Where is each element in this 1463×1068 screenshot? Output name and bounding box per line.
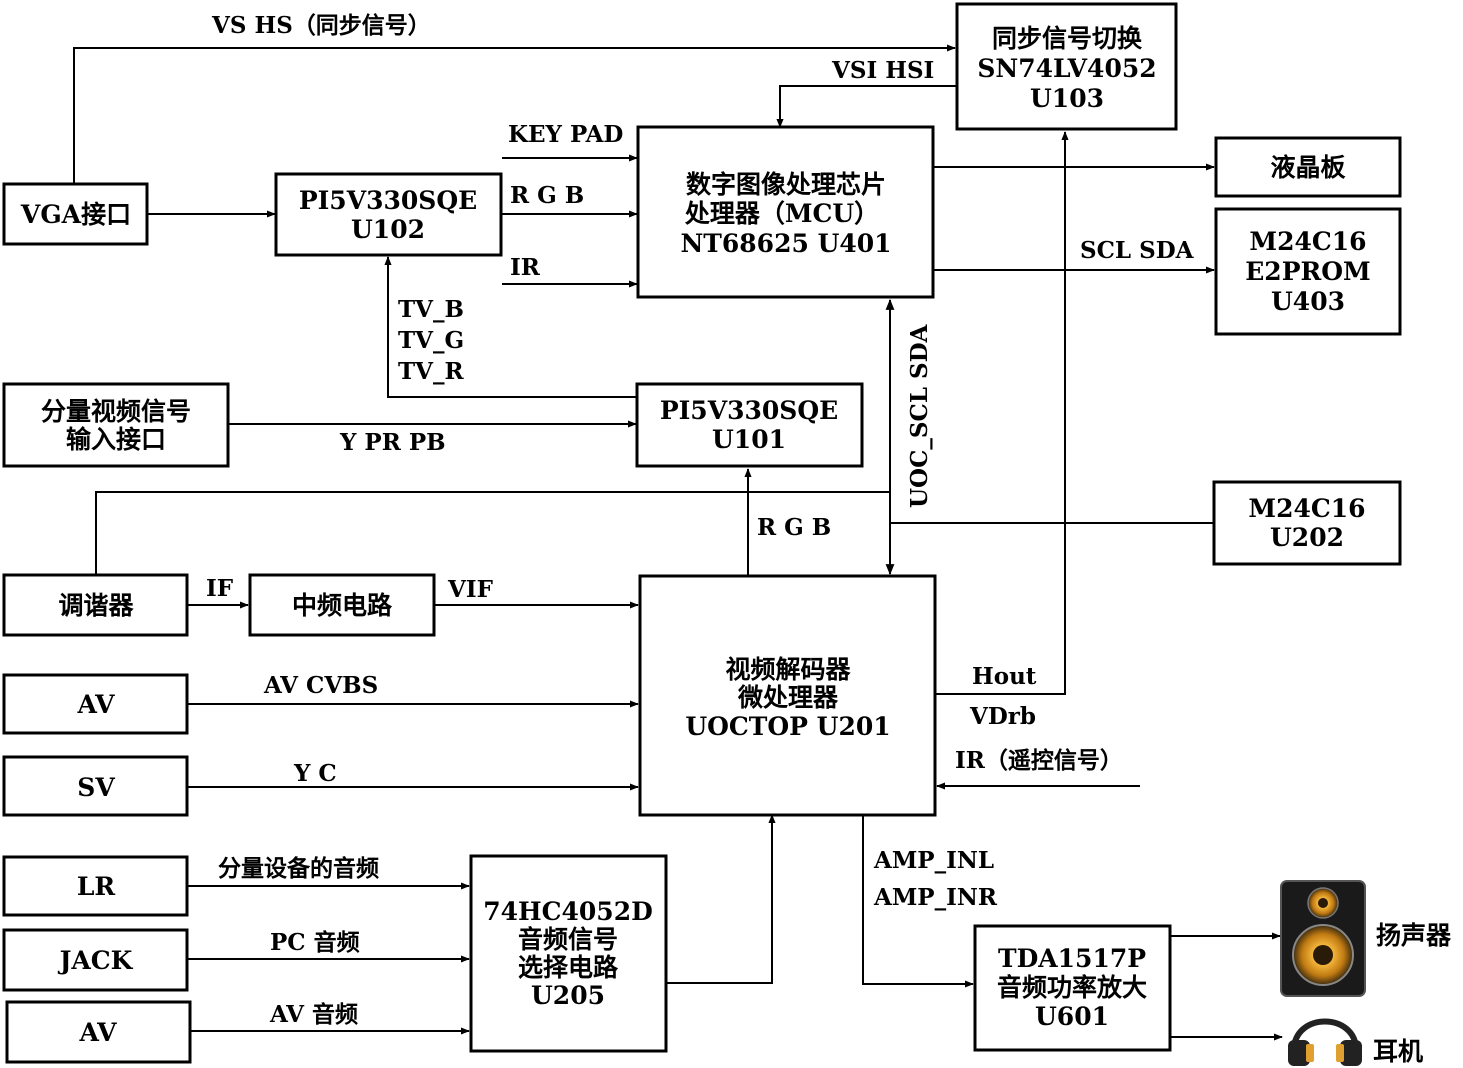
label-tv-r: TV_R: [398, 358, 464, 385]
u103-line-2: SN74LV4052: [977, 54, 1156, 83]
block-u103: 同步信号切换 SN74LV4052 U103: [955, 2, 1178, 131]
label-av-cvbs: AV CVBS: [263, 672, 378, 699]
u205-line-3: 选择电路: [518, 953, 619, 982]
label-if: IF: [206, 575, 234, 602]
block-u202: M24C16 U202: [1212, 480, 1402, 566]
tuner-label: 调谐器: [58, 591, 134, 620]
u401-line-1: 数字图像处理芯片: [686, 170, 886, 199]
u103-line-3: U103: [1030, 84, 1104, 113]
u601-line-2: 音频功率放大: [997, 973, 1147, 1002]
block-u601: TDA1517P 音频功率放大 U601: [973, 924, 1172, 1052]
block-sv: SV: [2, 755, 189, 817]
label-speaker: 扬声器: [1376, 921, 1452, 950]
u205-line-4: U205: [531, 981, 605, 1010]
label-tv-b: TV_B: [398, 296, 464, 323]
wire-amp: [862, 815, 974, 988]
av1-label: AV: [77, 690, 116, 719]
block-u201: 视频解码器 微处理器 UOCTOP U201: [638, 574, 937, 817]
u101-line-2: U101: [712, 425, 786, 454]
label-tv-g: TV_G: [398, 327, 464, 354]
block-u205: 74HC4052D 音频信号 选择电路 U205: [469, 854, 668, 1053]
jack-label: JACK: [58, 946, 134, 975]
block-if-circuit: 中频电路: [248, 573, 436, 637]
block-component-input: 分量视频信号 输入接口: [2, 382, 230, 468]
u401-line-3: NT68625 U401: [680, 229, 891, 258]
label-vif: VIF: [447, 576, 494, 603]
block-u101: PI5V330SQE U101: [635, 382, 864, 468]
block-u102: PI5V330SQE U102: [274, 172, 503, 257]
u205-line-2: 音频信号: [518, 925, 618, 954]
label-ir-remote: IR（遥控信号）: [955, 747, 1123, 774]
label-y-pr-pb: Y PR PB: [339, 429, 446, 456]
label-amp-inl: AMP_INL: [873, 847, 994, 874]
block-jack: JACK: [2, 928, 189, 992]
block-vga: VGA接口: [2, 182, 149, 246]
label-ir-top: IR: [510, 254, 541, 281]
label-uoc-scl-sda: UOC_SCL SDA: [906, 323, 933, 508]
block-av2: AV: [5, 1000, 192, 1064]
u403-line-2: E2PROM: [1245, 257, 1370, 286]
block-lr: LR: [2, 855, 189, 917]
u601-line-1: TDA1517P: [998, 944, 1146, 973]
component-line-2: 输入接口: [66, 425, 166, 454]
label-rgb-top: R G B: [510, 182, 584, 209]
wire-tv-rgb: [384, 256, 637, 398]
u403-line-3: U403: [1271, 287, 1345, 316]
signal-labels: VS HS（同步信号） VSI HSI KEY PAD R G B IR SCL…: [206, 12, 1452, 1066]
label-y-c: Y C: [293, 760, 337, 787]
vga-label: VGA接口: [20, 200, 131, 229]
label-vdrb: VDrb: [969, 703, 1036, 730]
u102-line-1: PI5V330SQE: [299, 186, 477, 215]
label-av-audio: AV 音频: [269, 1001, 358, 1028]
headphone-icon: [1288, 1018, 1362, 1066]
u201-line-3: UOCTOP U201: [685, 712, 890, 741]
u403-line-1: M24C16: [1249, 227, 1366, 256]
u202-line-2: U202: [1270, 523, 1344, 552]
block-lcd: 液晶板: [1214, 136, 1402, 198]
label-vs-hs: VS HS（同步信号）: [211, 12, 431, 39]
av2-label: AV: [79, 1018, 118, 1047]
wire-tuner-bus: [95, 491, 890, 574]
label-component-audio: 分量设备的音频: [218, 855, 379, 882]
block-av1: AV: [2, 673, 189, 735]
u601-line-3: U601: [1035, 1002, 1109, 1031]
wires: [73, 44, 1283, 1041]
wire-vs-hs: [73, 44, 956, 184]
label-rgb-mid: R G B: [757, 514, 831, 541]
wire-vsi-hsi: [776, 85, 957, 128]
label-amp-inr: AMP_INR: [873, 884, 998, 911]
label-pc-audio: PC 音频: [270, 929, 360, 956]
speaker-icon: [1280, 880, 1366, 997]
block-u403: M24C16 E2PROM U403: [1214, 207, 1402, 336]
component-line-1: 分量视频信号: [41, 397, 191, 426]
u102-line-2: U102: [351, 215, 425, 244]
lr-label: LR: [77, 872, 116, 901]
label-vsi-hsi: VSI HSI: [831, 57, 934, 84]
wire-u205-u201: [666, 814, 776, 984]
block-u401: 数字图像处理芯片 处理器（MCU） NT68625 U401: [636, 125, 935, 299]
u401-line-2: 处理器（MCU）: [684, 199, 879, 228]
label-scl-sda: SCL SDA: [1080, 237, 1195, 264]
u103-line-1: 同步信号切换: [992, 24, 1143, 53]
u202-line-1: M24C16: [1248, 494, 1365, 523]
wire-hout: [935, 131, 1069, 695]
u201-line-1: 视频解码器: [725, 655, 851, 684]
label-key-pad: KEY PAD: [508, 121, 623, 148]
u205-line-1: 74HC4052D: [483, 897, 653, 926]
sv-label: SV: [77, 773, 115, 802]
lcd-label: 液晶板: [1270, 153, 1345, 182]
u101-line-1: PI5V330SQE: [660, 396, 838, 425]
label-headphone: 耳机: [1373, 1037, 1423, 1066]
if-circuit-label: 中频电路: [292, 591, 393, 620]
block-tuner: 调谐器: [2, 573, 189, 637]
u201-line-2: 微处理器: [737, 683, 839, 712]
label-hout: Hout: [972, 663, 1037, 690]
